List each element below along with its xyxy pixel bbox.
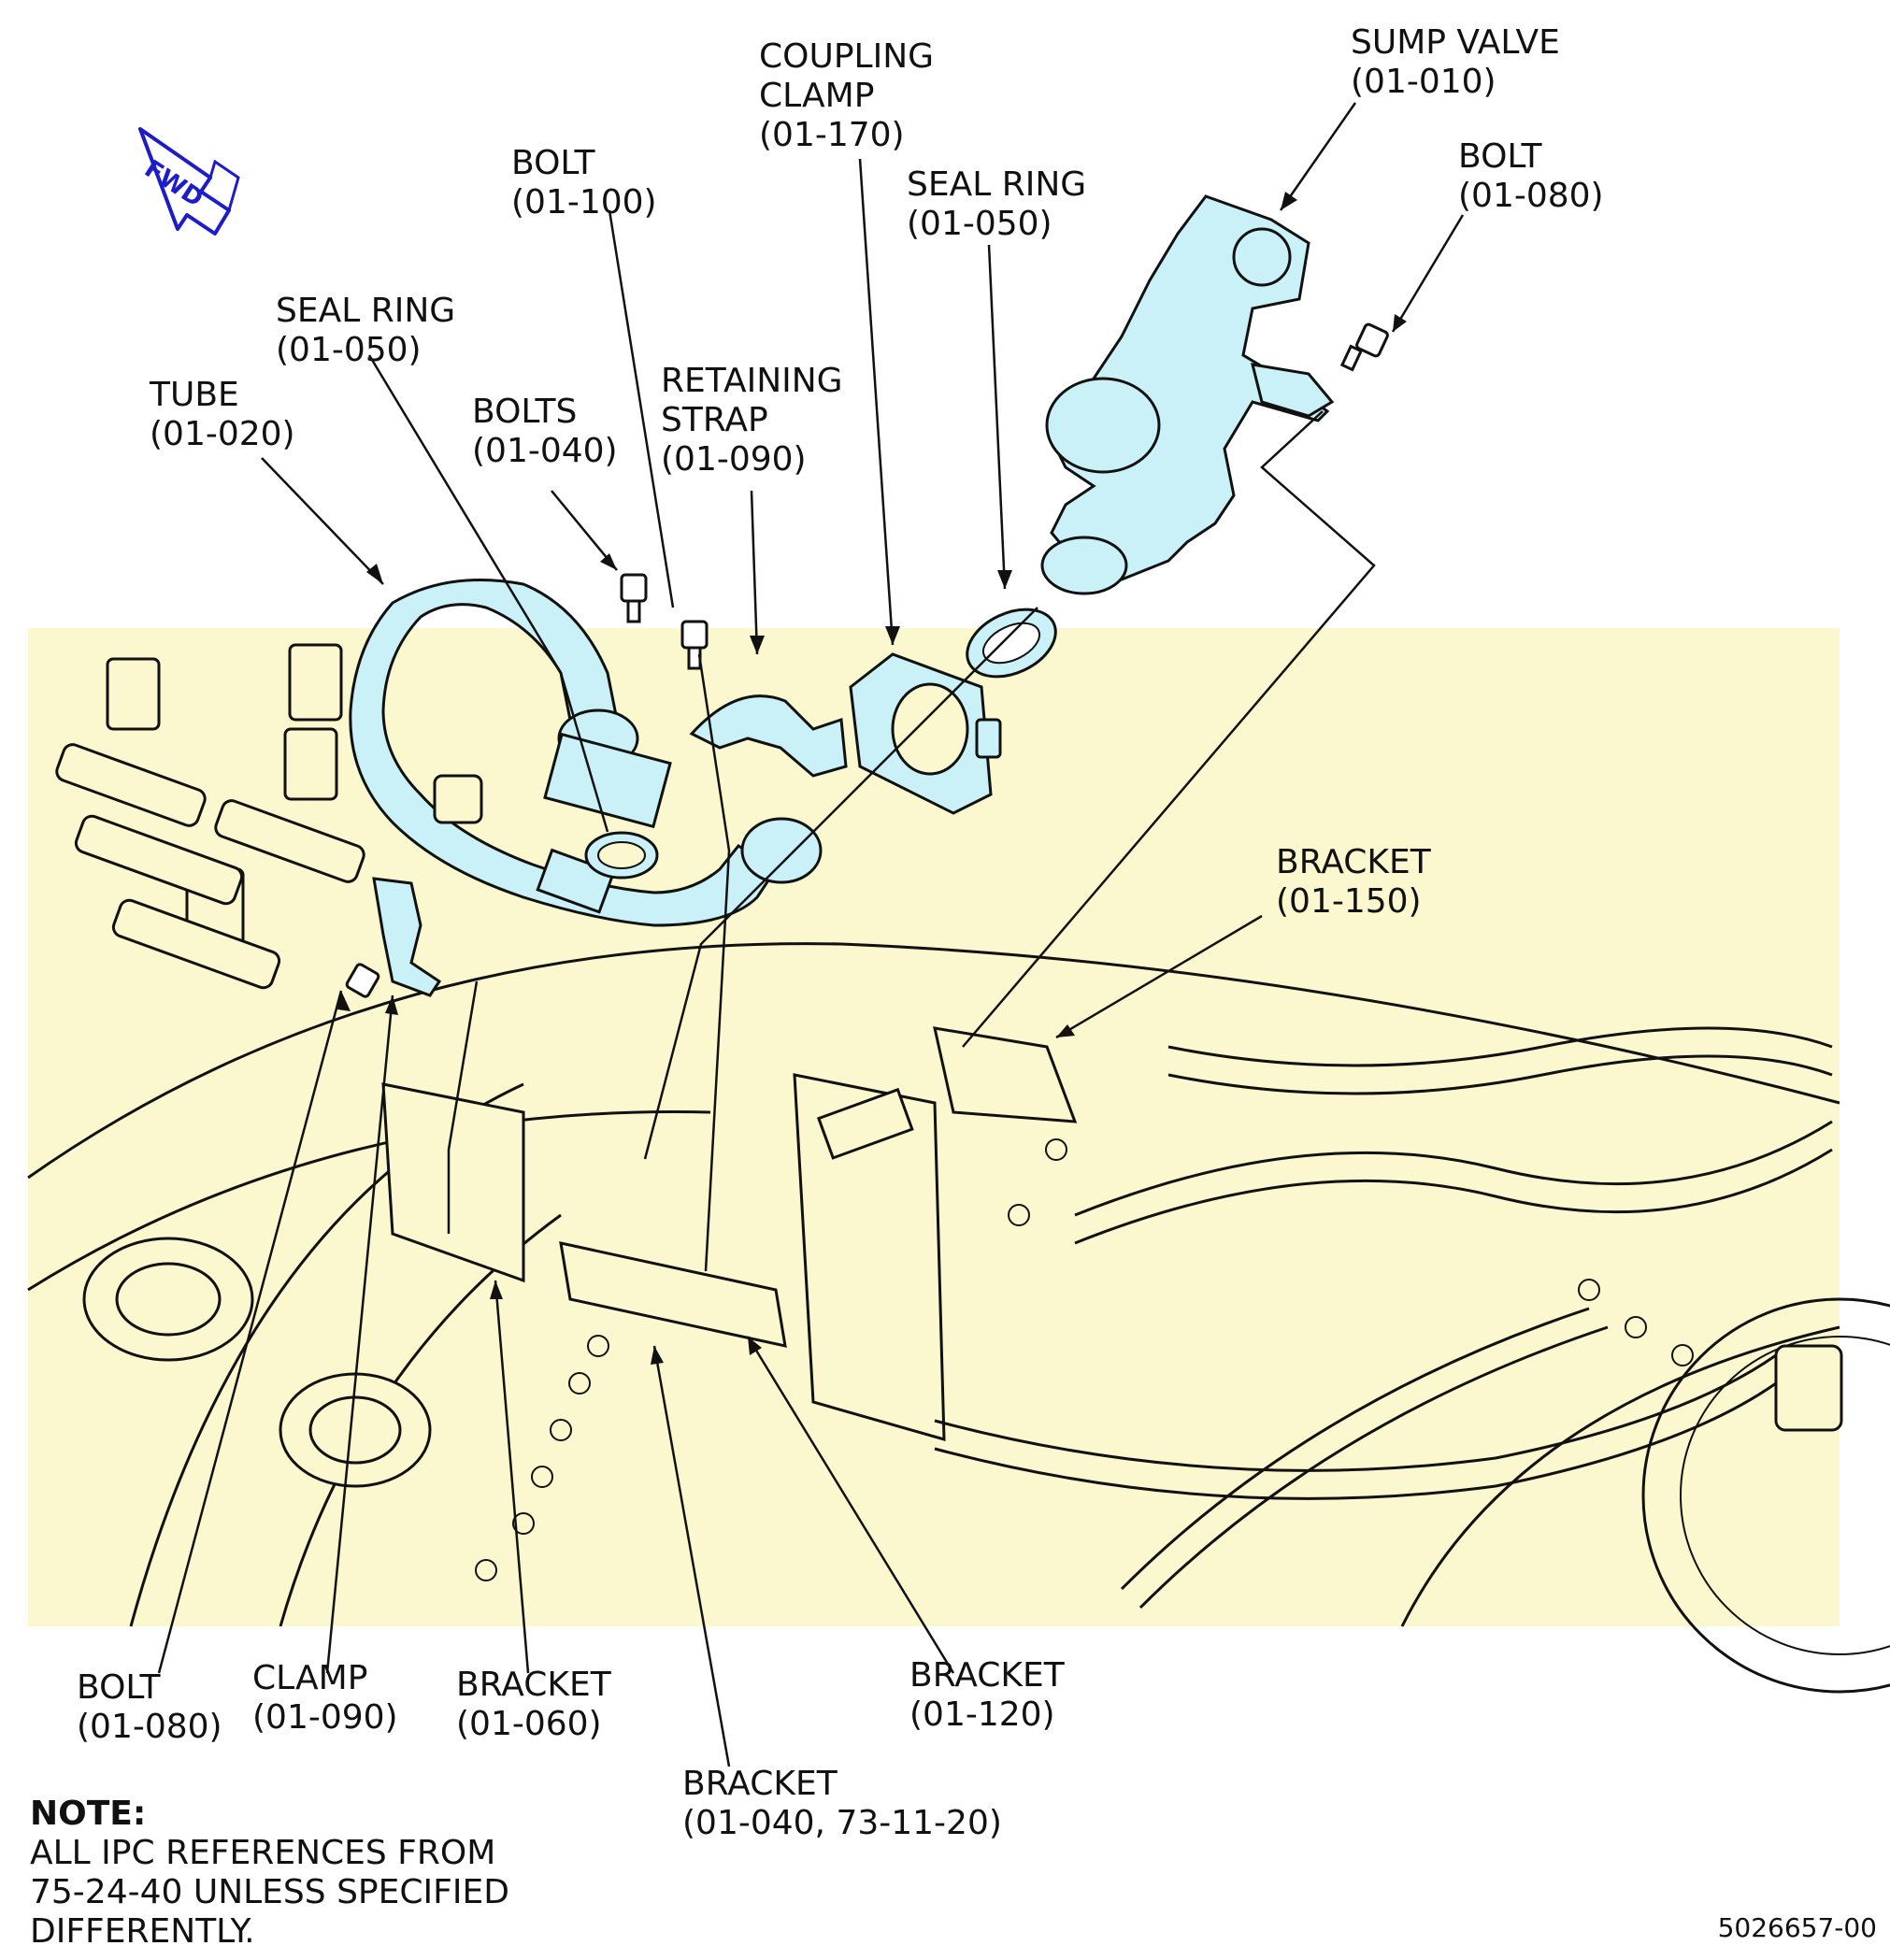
callout-ref: (01-170) (759, 116, 905, 154)
clamp-bottom (372, 877, 442, 997)
callout-name: STRAP (661, 401, 768, 439)
callout-name: SEAL RING (907, 165, 1087, 204)
callout-name: BRACKET (682, 1765, 838, 1803)
callout-ref: (01-050) (907, 205, 1052, 243)
callout-ref: (01-050) (276, 331, 422, 369)
callout-name: COUPLING (759, 37, 935, 76)
callout-ref: (01-040) (472, 432, 618, 470)
callout-ref: (01-080) (1458, 177, 1604, 215)
note-line: DIFFERENTLY. (30, 1912, 255, 1951)
callout-bolts-01-040: BOLTS (01-040) (472, 393, 618, 471)
leader-lines (157, 102, 1465, 1767)
tube-part (349, 579, 823, 927)
note-line: 75-24-40 UNLESS SPECIFIED (30, 1873, 509, 1911)
callout-ref: (01-040, 73-11-20) (682, 1804, 1002, 1842)
callout-ref: (01-090) (252, 1698, 398, 1737)
callout-name: BRACKET (909, 1656, 1065, 1695)
callout-sump-valve: SUMP VALVE (01-010) (1351, 23, 1560, 102)
callout-name: BOLTS (472, 393, 578, 431)
bolt-icons (345, 322, 1389, 998)
fwd-arrow-icon: FWD (138, 127, 240, 236)
callout-bolt-01-080-top: BOLT (01-080) (1458, 137, 1604, 216)
coupling-clamp (849, 652, 1002, 815)
callout-ref: (01-100) (511, 183, 657, 222)
callout-seal-ring-left: SEAL RING (01-050) (276, 292, 455, 370)
leader-arrowheads (337, 192, 1407, 1365)
callout-coupling-clamp: COUPLING CLAMP (01-170) (759, 37, 934, 155)
callout-bracket-01-040: BRACKET (01-040, 73-11-20) (682, 1765, 1002, 1843)
callout-ref: (01-010) (1351, 63, 1496, 101)
callout-name: BRACKET (456, 1666, 611, 1704)
callout-retaining-strap: RETAINING STRAP (01-090) (661, 362, 843, 479)
figure-number: 5026657-00 (1717, 1912, 1877, 1943)
note-line: ALL IPC REFERENCES FROM (30, 1834, 496, 1872)
note-block: NOTE: ALL IPC REFERENCES FROM 75-24-40 U… (30, 1795, 509, 1952)
callout-ref: (01-020) (150, 415, 295, 453)
callout-bracket-01-060: BRACKET (01-060) (456, 1666, 611, 1744)
callout-ref: (01-120) (909, 1695, 1055, 1734)
callout-ref: (01-080) (77, 1708, 222, 1746)
callout-name: SEAL RING (276, 292, 456, 330)
callout-clamp-01-090: CLAMP (01-090) (252, 1659, 398, 1738)
callout-ref: (01-150) (1276, 882, 1422, 921)
callout-name: BRACKET (1276, 843, 1431, 881)
sump-valve (1040, 194, 1335, 595)
retaining-strap (689, 694, 848, 778)
callout-name: RETAINING (661, 362, 843, 400)
callout-tube: TUBE (01-020) (150, 376, 295, 454)
callout-bracket-01-150: BRACKET (01-150) (1276, 843, 1431, 922)
callout-ref: (01-090) (661, 440, 807, 479)
callout-bracket-01-120: BRACKET (01-120) (909, 1656, 1065, 1735)
callout-seal-ring-right: SEAL RING (01-050) (907, 165, 1086, 244)
callout-name: TUBE (150, 376, 239, 414)
callout-bolt-01-080-bottom: BOLT (01-080) (77, 1668, 222, 1747)
callout-name: BOLT (77, 1668, 161, 1707)
note-heading: NOTE: (30, 1795, 147, 1833)
callout-name: CLAMP (759, 77, 875, 115)
callout-ref: (01-060) (456, 1705, 602, 1743)
callout-name: SUMP VALVE (1351, 23, 1560, 62)
callout-name: BOLT (1458, 137, 1542, 176)
callout-name: BOLT (511, 144, 595, 182)
callout-name: CLAMP (252, 1659, 368, 1697)
callout-bolt-01-100: BOLT (01-100) (511, 144, 657, 222)
